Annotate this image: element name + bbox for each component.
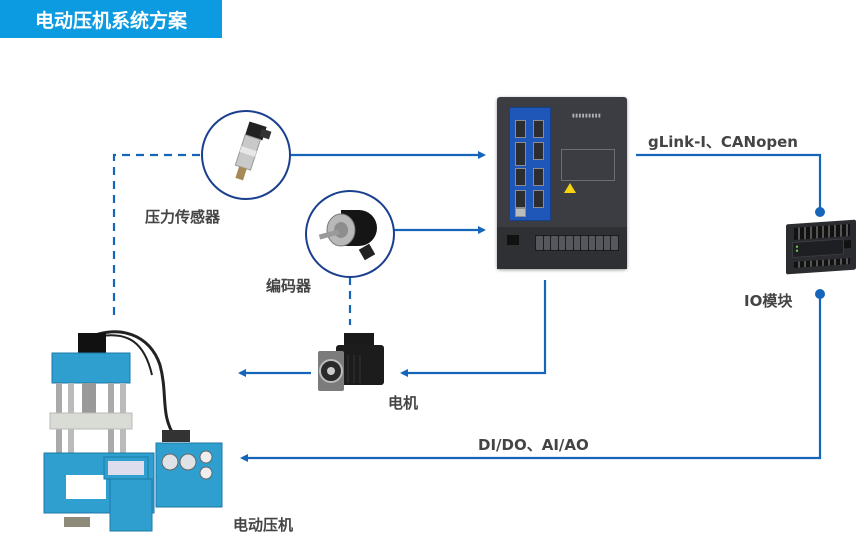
pressure-sensor-circle[interactable] bbox=[201, 110, 291, 200]
pressure-sensor-icon bbox=[234, 121, 272, 181]
servo-motor-icon[interactable] bbox=[318, 333, 390, 395]
servo-drive-port-panel bbox=[509, 107, 551, 221]
io-module-icon[interactable] bbox=[786, 219, 856, 275]
pressure-sensor-label: 压力传感器 bbox=[145, 208, 221, 226]
encoder-label: 编码器 bbox=[266, 277, 312, 295]
servo-drive[interactable]: ▮▮▮▮▮▮▮▮▮ bbox=[497, 97, 627, 269]
warning-icon bbox=[564, 183, 576, 193]
page-title: 电动压机系统方案 bbox=[0, 0, 222, 38]
io-signal-label: DI/DO、AI/AO bbox=[478, 436, 589, 454]
servo-drive-brand: ▮▮▮▮▮▮▮▮▮ bbox=[572, 113, 602, 119]
io-line bbox=[240, 298, 822, 462]
sensor-feedback-dashed-line bbox=[112, 153, 205, 315]
bus-endpoint-dot bbox=[815, 207, 825, 217]
drive-to-motor-line bbox=[400, 280, 547, 377]
encoder-icon bbox=[318, 210, 377, 261]
servo-drive-terminals bbox=[497, 227, 627, 269]
press-label: 电动压机 bbox=[233, 516, 294, 534]
hydraulic-press-icon[interactable] bbox=[40, 325, 235, 535]
io-module-label: IO模块 bbox=[744, 292, 793, 310]
encoder-circle[interactable] bbox=[305, 190, 395, 278]
io-endpoint-dot bbox=[815, 289, 825, 299]
bus-line bbox=[636, 153, 822, 210]
motor-label: 电机 bbox=[388, 394, 419, 412]
servo-drive-spec-table bbox=[561, 149, 615, 181]
bus-label: gLink-I、CANopen bbox=[648, 133, 798, 151]
